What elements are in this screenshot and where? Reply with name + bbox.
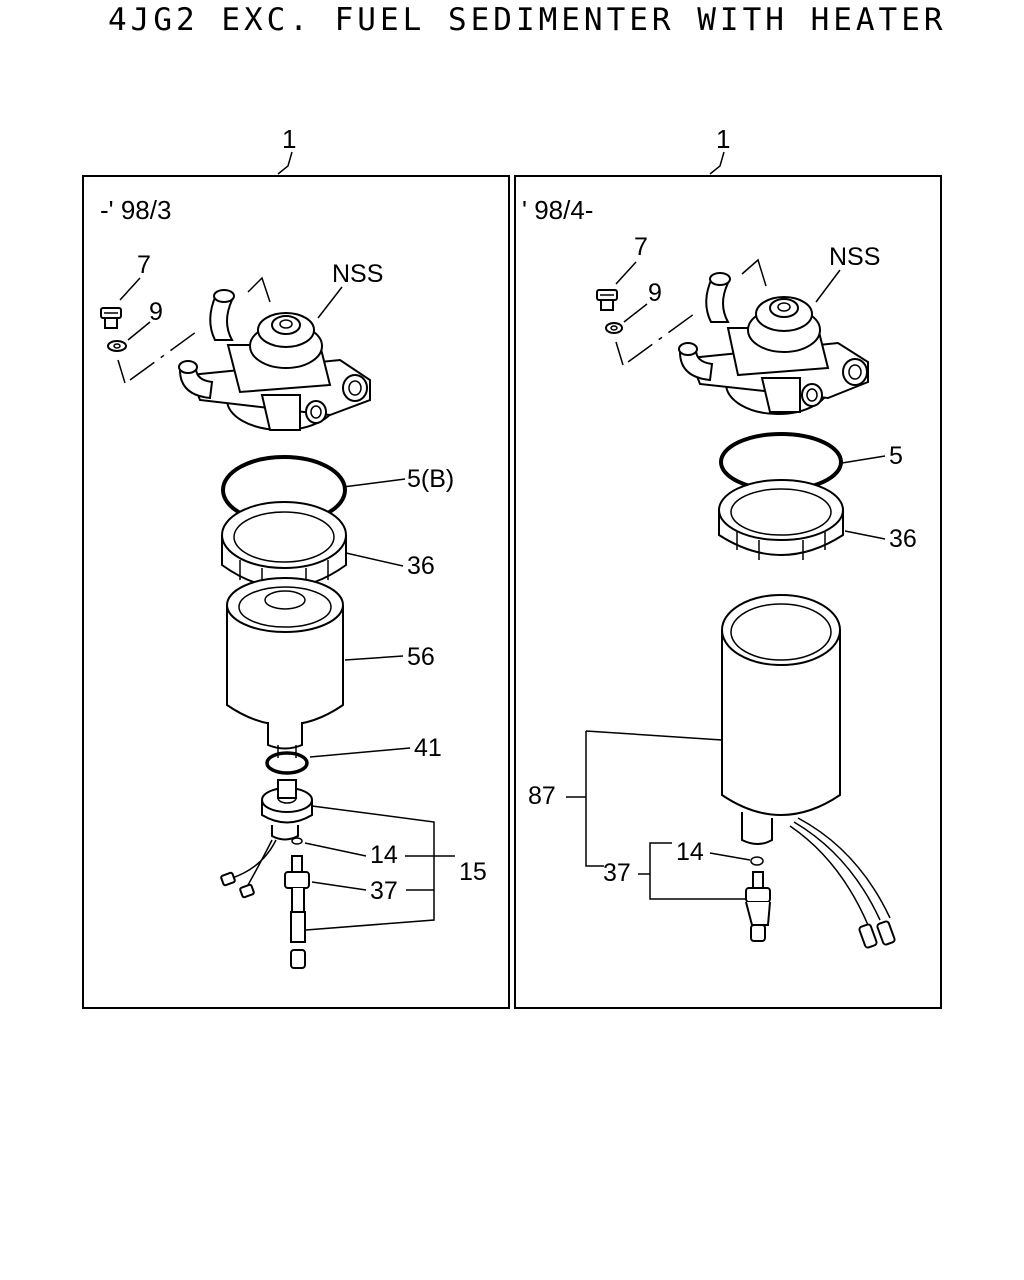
ring-nut-part bbox=[221, 501, 347, 590]
leader-line bbox=[304, 842, 367, 857]
center-line bbox=[615, 313, 695, 366]
filter-bowl-part bbox=[721, 594, 896, 949]
bolt-part bbox=[596, 289, 618, 311]
leader-line bbox=[615, 261, 637, 285]
page-title: 4JG2 EXC. FUEL SEDIMENTER WITH HEATER bbox=[108, 2, 947, 38]
o-ring-part bbox=[265, 751, 309, 775]
leader-line bbox=[127, 321, 151, 341]
leader-line bbox=[344, 655, 404, 661]
leader-line bbox=[317, 286, 343, 319]
label-assembly: 15 bbox=[459, 858, 487, 886]
filter-element-part bbox=[226, 577, 344, 750]
label-nut: 36 bbox=[407, 552, 435, 580]
label-ring: 5 bbox=[889, 442, 903, 470]
label-washer-num: 9 bbox=[149, 298, 163, 326]
bracket-line bbox=[638, 842, 746, 900]
panel-right-range: ' 98/4- bbox=[522, 195, 593, 225]
filter-head-part bbox=[678, 272, 869, 415]
panel-right: 1 ' 98/4- 7 9 bbox=[514, 124, 942, 1009]
panel-left: 1 -' 98/3 7 9 bbox=[82, 124, 510, 1009]
label-ring: 5(B) bbox=[407, 465, 454, 493]
bracket-line bbox=[566, 730, 723, 867]
label-head: NSS bbox=[829, 243, 880, 271]
label-drain: 37 bbox=[603, 859, 631, 887]
leader-line bbox=[709, 852, 751, 861]
panel-left-range: -' 98/3 bbox=[100, 195, 171, 225]
washer-hole bbox=[113, 343, 121, 349]
leader-line bbox=[345, 552, 404, 567]
label-head: NSS bbox=[332, 260, 383, 288]
gasket-part bbox=[750, 856, 764, 866]
ring-nut-part bbox=[718, 479, 844, 560]
washer-part bbox=[107, 340, 127, 352]
panel-left-frame bbox=[82, 175, 510, 1009]
leader-line bbox=[247, 276, 271, 303]
leader-line bbox=[741, 258, 767, 287]
leader-line bbox=[815, 269, 841, 303]
panel-right-frame bbox=[514, 175, 942, 1009]
washer-part bbox=[605, 322, 623, 334]
label-filter: 56 bbox=[407, 643, 435, 671]
label-bolt: 7 bbox=[634, 233, 648, 261]
gasket-part bbox=[291, 837, 303, 845]
leader-line bbox=[623, 303, 648, 323]
label-nut: 36 bbox=[889, 525, 917, 553]
label-oring: 41 bbox=[414, 734, 442, 762]
bolt-part bbox=[100, 307, 122, 329]
center-line bbox=[117, 331, 197, 384]
panel-left-group-ref: 1 bbox=[282, 124, 296, 154]
label-gasket: 14 bbox=[370, 841, 398, 869]
drain-plug-part bbox=[284, 855, 310, 969]
leader-line bbox=[342, 478, 406, 488]
sensor-plug-part bbox=[220, 779, 313, 899]
bracket-line bbox=[305, 805, 455, 931]
leader-line bbox=[309, 747, 411, 758]
label-gasket: 14 bbox=[676, 838, 704, 866]
leader-line bbox=[119, 277, 141, 301]
label-bolt: 7 bbox=[137, 251, 151, 279]
label-drain: 37 bbox=[370, 877, 398, 905]
leader-line bbox=[311, 881, 367, 891]
leader-line bbox=[844, 530, 886, 540]
leader-line bbox=[277, 151, 293, 175]
label-bowl: 87 bbox=[528, 782, 556, 810]
leader-line bbox=[709, 151, 725, 175]
panel-right-group-ref: 1 bbox=[716, 124, 730, 154]
filter-head-part bbox=[178, 289, 371, 431]
drain-plug-part bbox=[745, 871, 771, 942]
leader-line bbox=[841, 455, 886, 464]
label-washer: 9 bbox=[648, 279, 662, 307]
